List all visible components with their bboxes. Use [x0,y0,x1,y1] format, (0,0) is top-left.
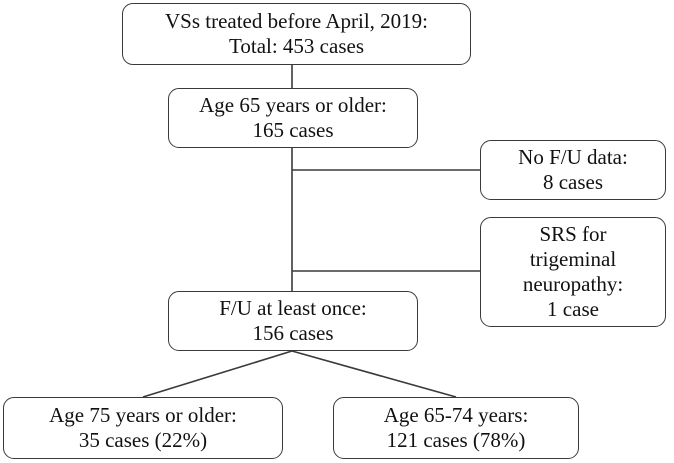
connector-fu-to-age75 [142,350,293,398]
age-65-line2: 165 cases [252,118,334,142]
age-65-74-box: Age 65-74 years: 121 cases (78%) [333,397,579,459]
connector-fu-to-age65-74 [291,350,457,398]
fu-once-line1: F/U at least once: [219,296,367,320]
age-65-74-line2: 121 cases (78%) [386,428,526,452]
srs-line4: 1 case [547,297,599,321]
total-cases-box: VSs treated before April, 2019: Total: 4… [122,3,471,65]
fu-once-line2: 156 cases [252,321,334,345]
total-cases-line1: VSs treated before April, 2019: [164,9,429,33]
srs-trigeminal-neuropathy-box: SRS for trigeminal neuropathy: 1 case [480,217,666,327]
no-fu-line2: 8 cases [542,170,604,194]
age-75-line1: Age 75 years or older: [49,403,237,427]
no-fu-data-box: No F/U data: 8 cases [480,140,666,200]
age-65-line1: Age 65 years or older: [199,93,387,117]
age-75-line2: 35 cases (22%) [78,428,208,452]
total-cases-line2: Total: 453 cases [229,34,364,58]
no-fu-line1: No F/U data: [518,145,628,169]
fu-at-least-once-box: F/U at least once: 156 cases [168,291,418,351]
srs-line1: SRS for [539,222,607,246]
srs-line3: neuropathy: [522,272,624,296]
age-65-74-line1: Age 65-74 years: [383,403,529,427]
srs-line2: trigeminal [529,247,617,271]
age-75-or-older-box: Age 75 years or older: 35 cases (22%) [3,397,283,459]
age-65-or-older-box: Age 65 years or older: 165 cases [168,88,418,148]
